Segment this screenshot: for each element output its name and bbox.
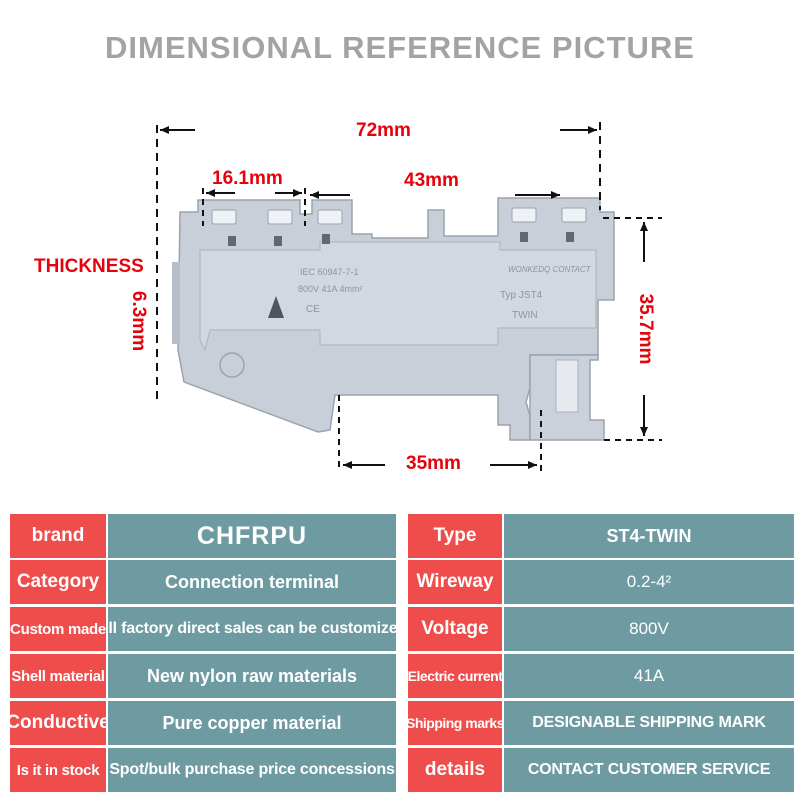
inner-panel: [199, 241, 597, 352]
spec-label-shell: Shell material: [10, 654, 106, 698]
push-slot-5: [566, 232, 574, 242]
spec-label-conductive: Conductive: [10, 701, 106, 745]
wire-entry-3: [317, 209, 343, 225]
spec-row-brand: brand CHFRPU Type ST4-TWIN: [0, 514, 800, 558]
push-slot-1: [228, 236, 236, 246]
spec-label-wireway: Wireway: [408, 560, 502, 604]
spec-value-type: ST4-TWIN: [504, 514, 794, 558]
brand-marking: WONKEDQ CONTACT: [508, 265, 592, 274]
spec-label-custom: Custom made: [10, 607, 106, 651]
spec-value-custom: All factory direct sales can be customiz…: [108, 607, 396, 651]
wire-entry-1: [211, 209, 237, 225]
push-slot-2: [274, 236, 282, 246]
type-marking: Typ JST4: [500, 290, 543, 301]
dim-clamp-width: 16.1mm: [212, 168, 283, 189]
spec-label-voltage: Voltage: [408, 607, 502, 651]
spec-value-details: CONTACT CUSTOMER SERVICE: [504, 748, 794, 792]
terminal-block-illustration: IEC 60947-7-1 800V 41A 4mm² CE WONKEDQ C…: [156, 122, 662, 472]
spec-label-category: Category: [10, 560, 106, 604]
standard-marking: IEC 60947-7-1: [300, 267, 359, 277]
spec-label-stock: Is it in stock: [10, 748, 106, 792]
dim-thickness-value: 6.3mm: [128, 290, 149, 352]
side-edge: [172, 262, 180, 344]
spec-label-type: Type: [408, 514, 502, 558]
page-title: DIMENSIONAL REFERENCE PICTURE: [105, 30, 695, 65]
foot-stamp: [219, 352, 245, 378]
triangle-marking: [268, 296, 284, 318]
spec-row-conductive: Conductive Pure copper material Shipping…: [0, 701, 800, 745]
wire-entry-2: [267, 209, 293, 225]
push-slot-3: [322, 234, 330, 244]
spec-value-voltage: 800V: [504, 607, 794, 651]
dim-rail-width: 35mm: [406, 453, 461, 474]
wire-entry-4: [511, 207, 537, 223]
spec-value-category: Connection terminal: [108, 560, 396, 604]
push-slot-4: [520, 232, 528, 242]
spec-row-category: Category Connection terminal Wireway 0.2…: [0, 560, 800, 604]
spec-row-stock: Is it in stock Spot/bulk purchase price …: [0, 748, 800, 792]
spec-value-shell: New nylon raw materials: [108, 654, 396, 698]
spec-label-current: Electric current: [408, 654, 502, 698]
spec-value-stock: Spot/bulk purchase price concessions: [108, 748, 396, 792]
spec-label-details: details: [408, 748, 502, 792]
dim-height: 35.7mm: [635, 293, 656, 365]
spec-value-brand: CHFRPU: [108, 514, 396, 558]
rail-clip-slot: [555, 359, 579, 413]
spec-row-shell: Shell material New nylon raw materials E…: [0, 654, 800, 698]
dim-overall-length: 72mm: [356, 120, 411, 141]
dimension-drawing: IEC 60947-7-1 800V 41A 4mm² CE WONKEDQ C…: [34, 120, 662, 474]
spec-table: brand CHFRPU Type ST4-TWIN Category Conn…: [0, 510, 800, 800]
dim-thickness-label: THICKNESS: [34, 256, 144, 277]
spec-value-shipping: DESIGNABLE SHIPPING MARK: [504, 701, 794, 745]
wire-entry-5: [561, 207, 587, 223]
spec-value-conductive: Pure copper material: [108, 701, 396, 745]
spec-row-custom: Custom made All factory direct sales can…: [0, 607, 800, 651]
twin-marking: TWIN: [512, 310, 538, 321]
spec-label-shipping: Shipping marks: [408, 701, 502, 745]
rating-marking: 800V 41A 4mm²: [298, 284, 363, 294]
spec-value-wireway: 0.2-4²: [504, 560, 794, 604]
spec-label-brand: brand: [10, 514, 106, 558]
dimension-lines: [156, 122, 662, 472]
terminal-block: IEC 60947-7-1 800V 41A 4mm² CE WONKEDQ C…: [172, 197, 615, 441]
dim-center-span: 43mm: [404, 170, 459, 191]
ce-marking: CE: [306, 304, 320, 315]
spec-value-current: 41A: [504, 654, 794, 698]
